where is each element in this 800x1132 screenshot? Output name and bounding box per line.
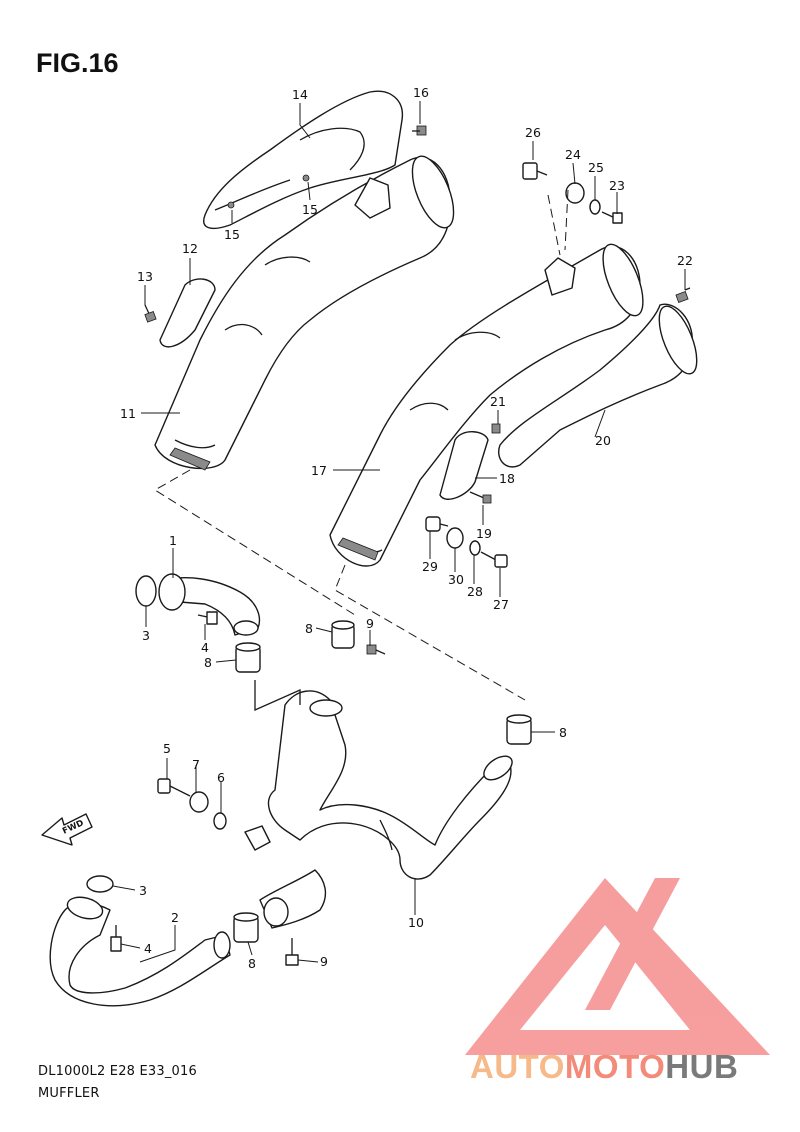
callout-10: 10 — [408, 915, 424, 930]
bolt-4b — [110, 925, 122, 952]
watermark-logo-text: AUTOMOTOHUB — [470, 1048, 738, 1086]
callout-27: 27 — [493, 597, 509, 612]
callout-5: 5 — [163, 741, 171, 756]
model-code: DL1000L2 E28 E33_016 — [38, 1064, 197, 1079]
callout-20: 20 — [595, 433, 611, 448]
watermark-moto: MOTO — [564, 1048, 666, 1085]
callout-26: 26 — [525, 125, 541, 140]
bolt-5 — [157, 778, 191, 797]
callout-2: 2 — [171, 910, 179, 925]
rubber-cushion-7 — [189, 791, 209, 813]
connector-8a — [331, 620, 355, 649]
bracket-18 — [439, 431, 489, 500]
callout-21: 21 — [490, 394, 506, 409]
forward-direction-arrow: FWD — [41, 813, 93, 846]
exhaust-pipe-2 — [49, 869, 327, 1007]
rubber-cushion-24 — [565, 182, 585, 204]
bolt-13 — [144, 304, 157, 323]
callout-15a: 15 — [224, 227, 240, 242]
callout-8b: 8 — [204, 655, 212, 670]
callout-17: 17 — [311, 463, 327, 478]
connector-8c — [506, 714, 532, 745]
bolt-16 — [412, 125, 427, 136]
callout-4b: 4 — [144, 941, 152, 956]
callout-9a: 9 — [366, 616, 374, 631]
bolt-26 — [522, 162, 548, 180]
connector-8b — [235, 642, 261, 673]
exhaust-pipe-10 — [244, 690, 513, 880]
callout-24: 24 — [565, 147, 581, 162]
callout-11: 11 — [120, 406, 136, 421]
callout-13: 13 — [137, 269, 153, 284]
callout-25: 25 — [588, 160, 604, 175]
callout-30: 30 — [448, 572, 464, 587]
collar-29 — [425, 516, 449, 532]
callout-3a: 3 — [142, 628, 150, 643]
bolt-19 — [469, 491, 492, 504]
callout-9b: 9 — [320, 954, 328, 969]
callout-4a: 4 — [201, 640, 209, 655]
callout-28: 28 — [467, 584, 483, 599]
gasket-3b — [86, 875, 114, 893]
bolt-27 — [480, 551, 508, 568]
washer-6 — [213, 812, 227, 830]
watermark-hub: HUB — [665, 1048, 739, 1085]
watermark-auto: AUTO — [470, 1048, 565, 1085]
gasket-3a — [135, 575, 157, 607]
callout-7: 7 — [192, 757, 200, 772]
bolt-9a — [366, 644, 386, 655]
exhaust-pipe-1 — [158, 573, 261, 636]
callout-leaders — [112, 101, 686, 963]
muffler-assembly-17 — [329, 243, 644, 567]
muffler-assembly-20 — [498, 303, 698, 468]
callout-29: 29 — [422, 559, 438, 574]
callout-22: 22 — [677, 253, 693, 268]
assembly-dashed-lines — [154, 189, 569, 712]
section-name: MUFFLER — [38, 1086, 100, 1101]
nut-21 — [491, 423, 501, 434]
connector-8d — [233, 912, 259, 943]
callout-23: 23 — [609, 178, 625, 193]
callout-6: 6 — [217, 770, 225, 785]
bolt-4a — [197, 611, 218, 625]
figure-title: FIG.16 — [36, 48, 119, 78]
callout-1: 1 — [169, 533, 177, 548]
callout-3b: 3 — [139, 883, 147, 898]
watermark-triangle-logo — [465, 878, 770, 1055]
muffler-assembly-11 — [154, 155, 455, 471]
callout-8d: 8 — [248, 956, 256, 971]
callout-8c: 8 — [559, 725, 567, 740]
callout-16: 16 — [413, 85, 429, 100]
callout-12: 12 — [182, 241, 198, 256]
bracket-12 — [159, 278, 216, 348]
callout-15b: 15 — [302, 202, 318, 217]
callout-14: 14 — [292, 87, 308, 102]
washer-25 — [589, 199, 601, 215]
bolt-9b — [285, 938, 299, 966]
callout-numbers: 14 16 15 15 26 24 25 23 22 12 13 11 21 2… — [120, 85, 693, 971]
callout-19: 19 — [476, 526, 492, 541]
callout-8a: 8 — [305, 621, 313, 636]
callout-18: 18 — [499, 471, 515, 486]
bolt-22 — [675, 287, 691, 303]
washer-28 — [469, 540, 481, 556]
rubber-cushion-30 — [446, 527, 464, 549]
heat-cover-14 — [203, 90, 404, 230]
bolt-23 — [601, 211, 623, 224]
